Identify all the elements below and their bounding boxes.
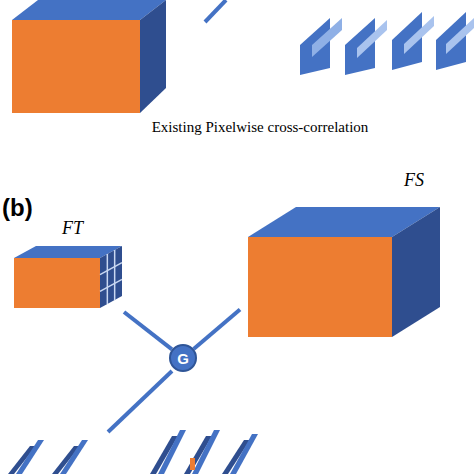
- caption-text: Existing Pixelwise cross-correlation: [152, 119, 369, 135]
- connector-line: [108, 371, 172, 432]
- template-feature: FT: [10, 216, 130, 312]
- connector-line: [194, 309, 240, 349]
- feature-label: FT: [62, 218, 83, 239]
- connector: [124, 312, 172, 349]
- feature-slices: [300, 12, 474, 75]
- operator-circle: G: [169, 344, 197, 372]
- feature-slices: [8, 430, 258, 474]
- search-feature: FS: [240, 170, 450, 340]
- connector: [194, 309, 240, 349]
- panel-label: (b): [2, 194, 33, 221]
- cuboid-side: [140, 0, 166, 113]
- connector-line: [124, 312, 172, 349]
- cuboid-front: [12, 20, 140, 113]
- connector-line: [205, 0, 226, 22]
- feature-label: FS: [404, 170, 424, 191]
- cuboid-shape: [240, 170, 450, 340]
- cuboid-top: [12, 0, 166, 20]
- operator-label: G: [177, 350, 189, 367]
